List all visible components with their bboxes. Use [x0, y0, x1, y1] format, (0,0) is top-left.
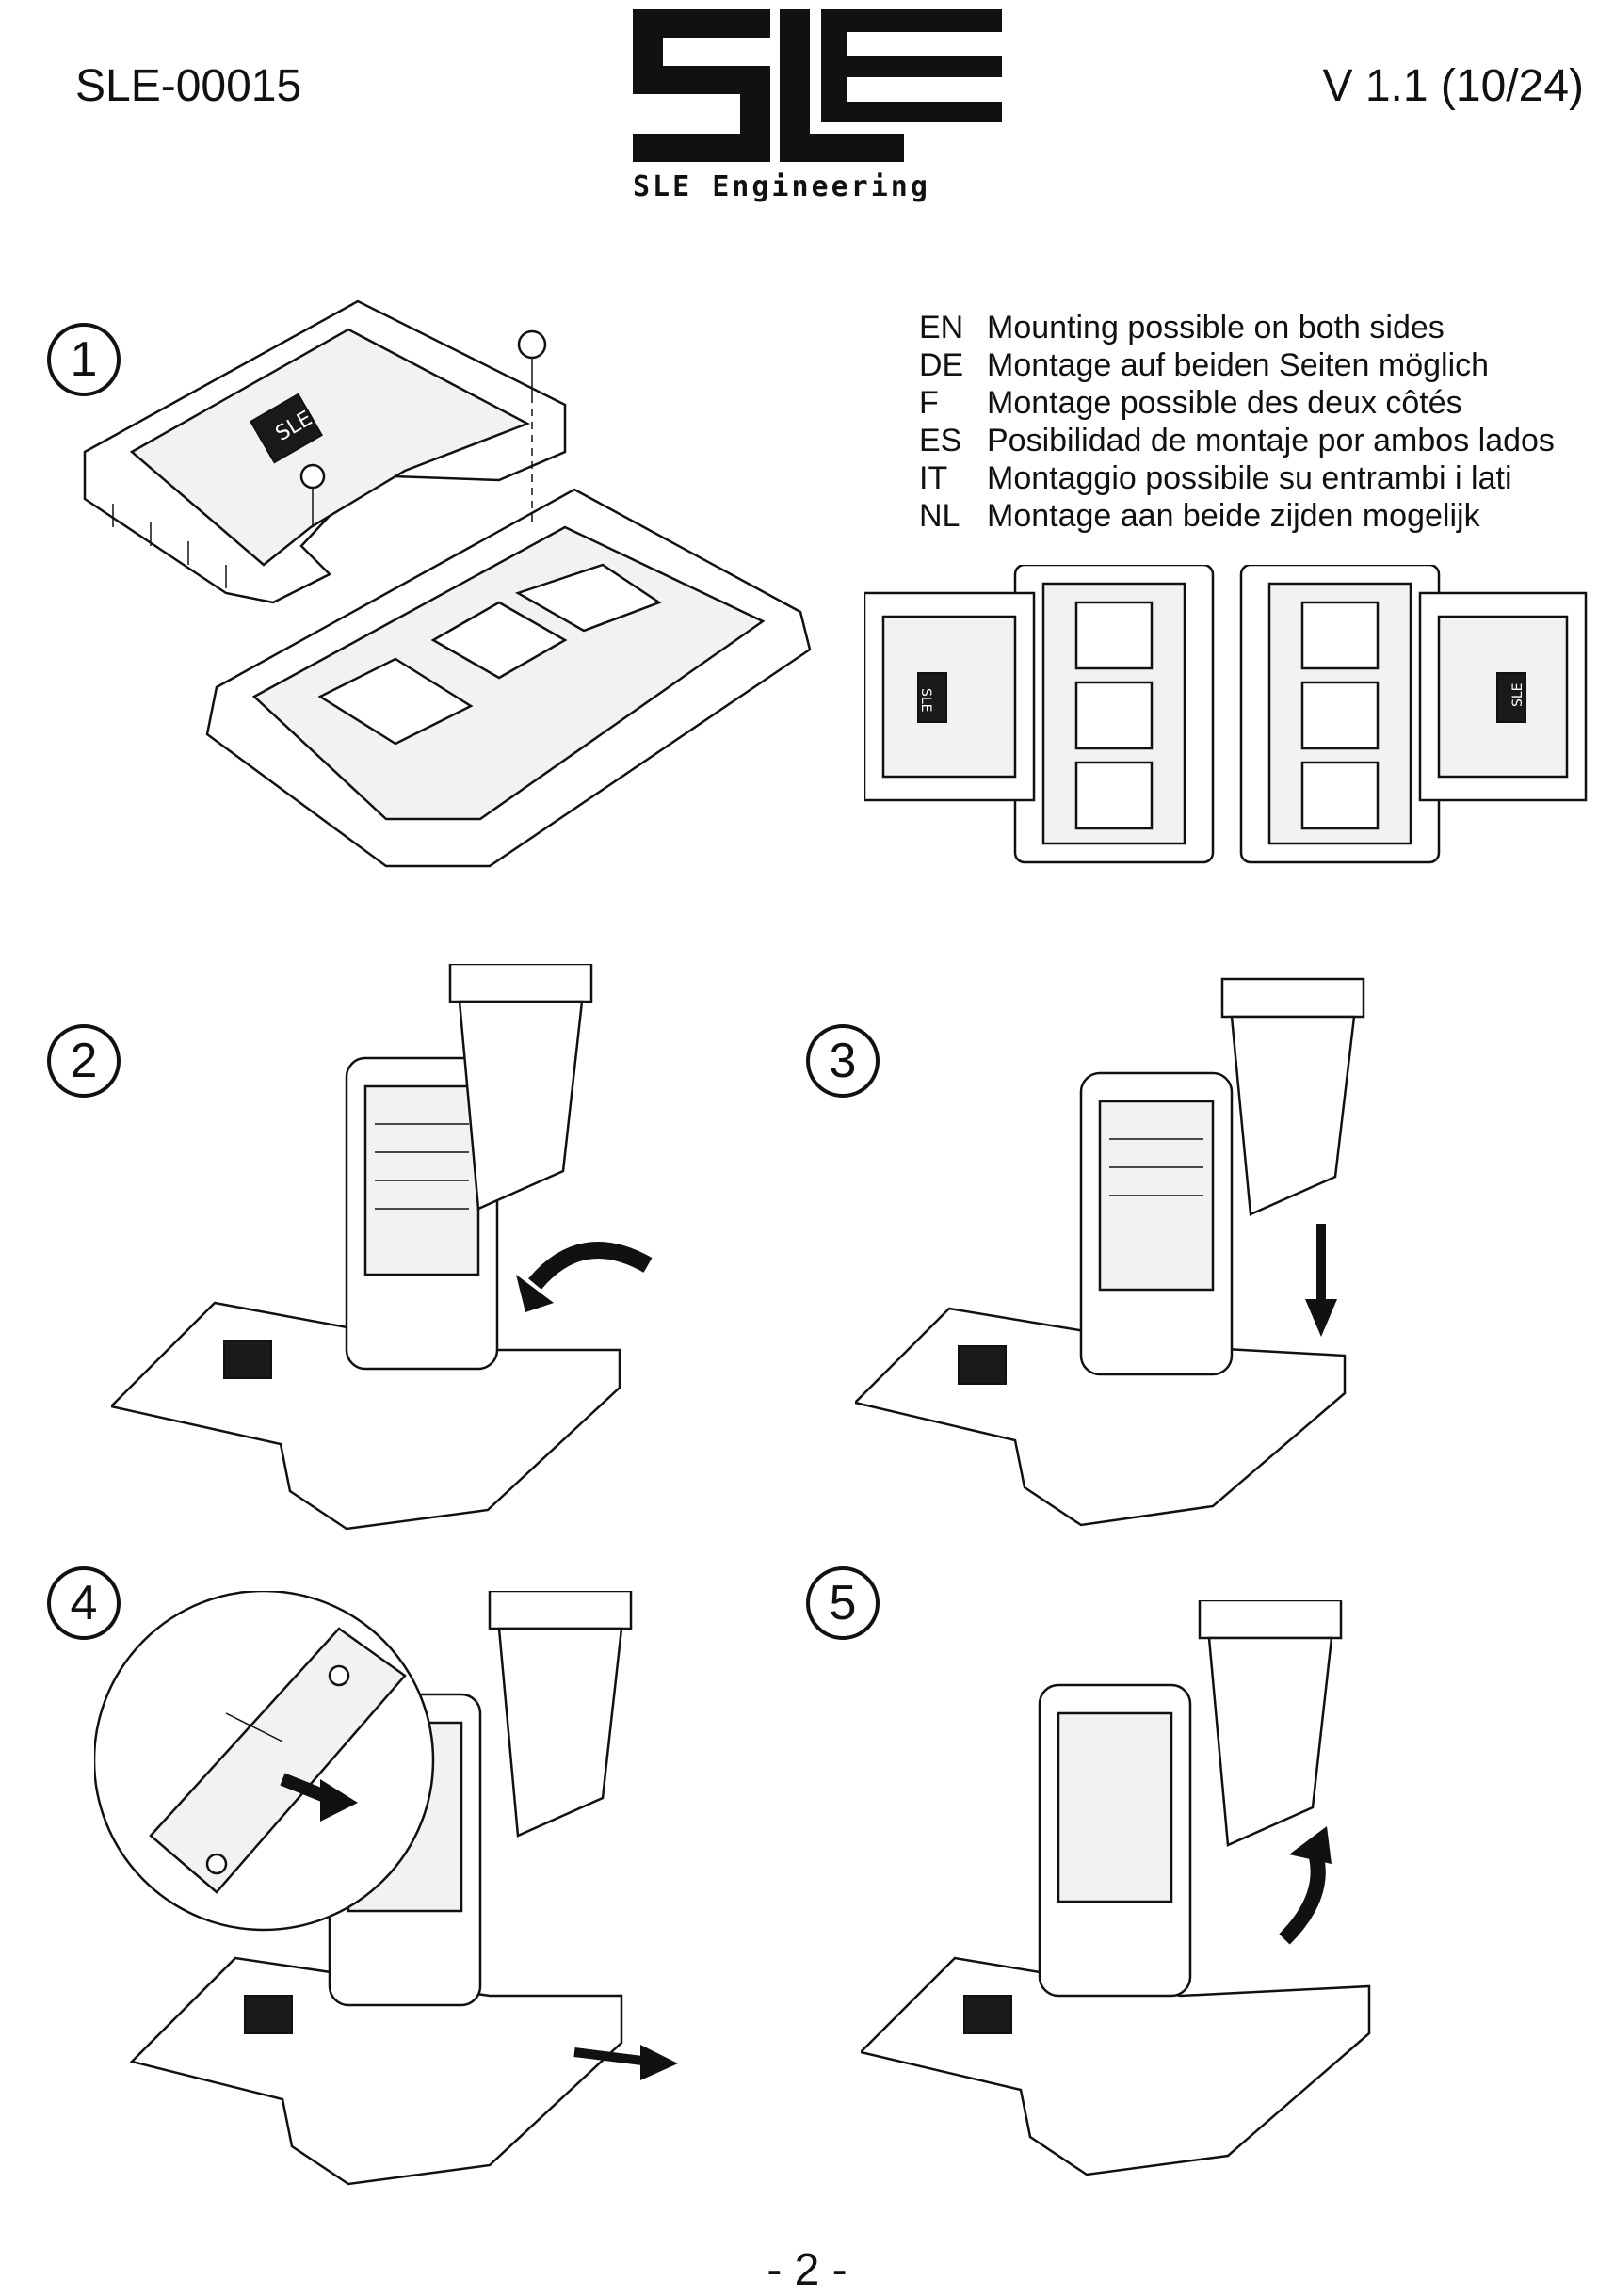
step-3-illustration	[855, 977, 1365, 1527]
page-number: - 2 -	[767, 2245, 847, 2295]
note-row-f: F Montage possible des deux côtés	[919, 384, 1555, 422]
step-number-1: 1	[47, 323, 121, 396]
note-row-de: DE Montage auf beiden Seiten möglich	[919, 346, 1555, 384]
lang-text: Posibilidad de montaje por ambos lados	[987, 423, 1555, 458]
note-row-es: ES Posibilidad de montaje por ambos lados	[919, 422, 1555, 459]
lang-text: Montaggio possibile su entrambi i lati	[987, 460, 1512, 496]
lang-text: Montage possible des deux côtés	[987, 385, 1462, 421]
note-row-nl: NL Montage aan beide zijden mogelijk	[919, 497, 1555, 535]
version-label: V 1.1 (10/24)	[1322, 61, 1585, 111]
step-5-illustration	[861, 1600, 1371, 2176]
lang-code: NL	[919, 498, 960, 534]
step-number-3: 3	[806, 1024, 880, 1098]
document-id: SLE-00015	[75, 61, 302, 111]
step-number-2: 2	[47, 1024, 121, 1098]
lang-text: Mounting possible on both sides	[987, 310, 1445, 345]
lang-text: Montage auf beiden Seiten möglich	[987, 347, 1490, 383]
step-number-4: 4	[47, 1566, 121, 1640]
svg-text:SLE Engineering: SLE Engineering	[633, 170, 930, 203]
lang-code: F	[919, 385, 939, 421]
lang-code: ES	[919, 423, 962, 458]
step-2-illustration	[111, 964, 653, 1531]
mounting-sides-illustration: SLE SLE	[864, 565, 1588, 864]
note-row-it: IT Montaggio possibile su entrambi i lati	[919, 459, 1555, 497]
svg-text:SLE: SLE	[918, 688, 933, 713]
lang-code: IT	[919, 460, 948, 496]
step-4-illustration	[94, 1591, 678, 2186]
step-number-5: 5	[806, 1566, 880, 1640]
lang-text: Montage aan beide zijden mogelijk	[987, 498, 1480, 534]
step-1-illustration: SLE	[83, 299, 812, 868]
sle-logo: SLE Engineering	[633, 9, 1002, 203]
lang-code: EN	[919, 310, 964, 345]
svg-text:SLE: SLE	[1510, 682, 1525, 707]
lang-code: DE	[919, 347, 964, 383]
mounting-note: EN Mounting possible on both sides DE Mont…	[919, 309, 1555, 535]
note-row-en: EN Mounting possible on both sides	[919, 309, 1555, 346]
arrow-rotate-icon	[528, 1242, 653, 1290]
